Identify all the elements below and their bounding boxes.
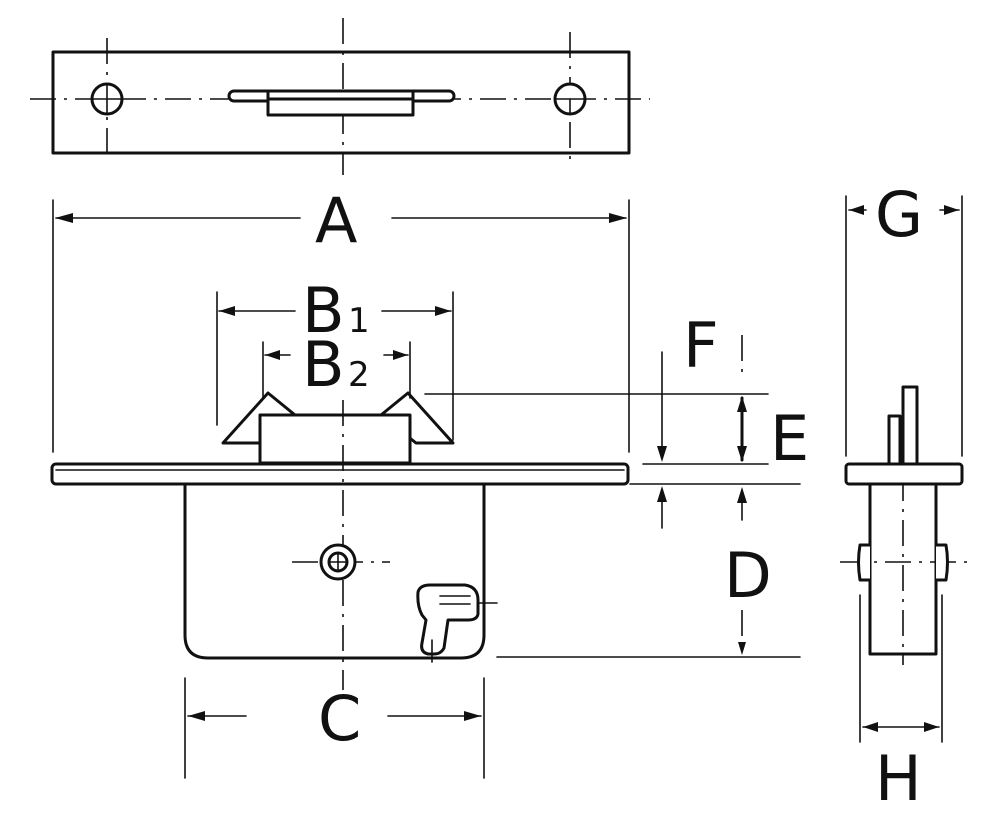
- lever-icon: [416, 583, 498, 663]
- label-c: C: [318, 682, 361, 755]
- lock-side-view: G H: [840, 178, 975, 815]
- latch-bolt: [221, 391, 455, 465]
- dimension-g: G: [845, 178, 963, 457]
- dimension-def: F E D: [424, 309, 809, 658]
- label-b1: B: [302, 274, 345, 347]
- hub-icon: [319, 543, 357, 581]
- dimension-h: H: [859, 594, 943, 815]
- dimension-b2: B 2: [262, 328, 411, 401]
- lock-front-view: A B 1 B 2: [50, 184, 809, 779]
- slot-recess: [266, 97, 415, 117]
- side-latch-pin: [901, 385, 919, 466]
- dimension-a: A: [52, 184, 630, 453]
- label-d: D: [724, 539, 772, 612]
- dimension-b1: B 1: [216, 274, 454, 441]
- label-h: H: [875, 742, 922, 815]
- strike-plate-top-view: [30, 18, 650, 175]
- label-b2-sub: 2: [348, 355, 370, 395]
- label-f: F: [683, 309, 719, 382]
- label-e: E: [770, 402, 809, 475]
- label-b1-sub: 1: [348, 301, 370, 341]
- side-faceplate: [844, 462, 964, 486]
- label-g: G: [875, 178, 923, 251]
- label-b2: B: [302, 328, 345, 401]
- faceplate: [50, 462, 630, 486]
- dimension-c: C: [184, 677, 485, 779]
- label-a: A: [315, 184, 357, 257]
